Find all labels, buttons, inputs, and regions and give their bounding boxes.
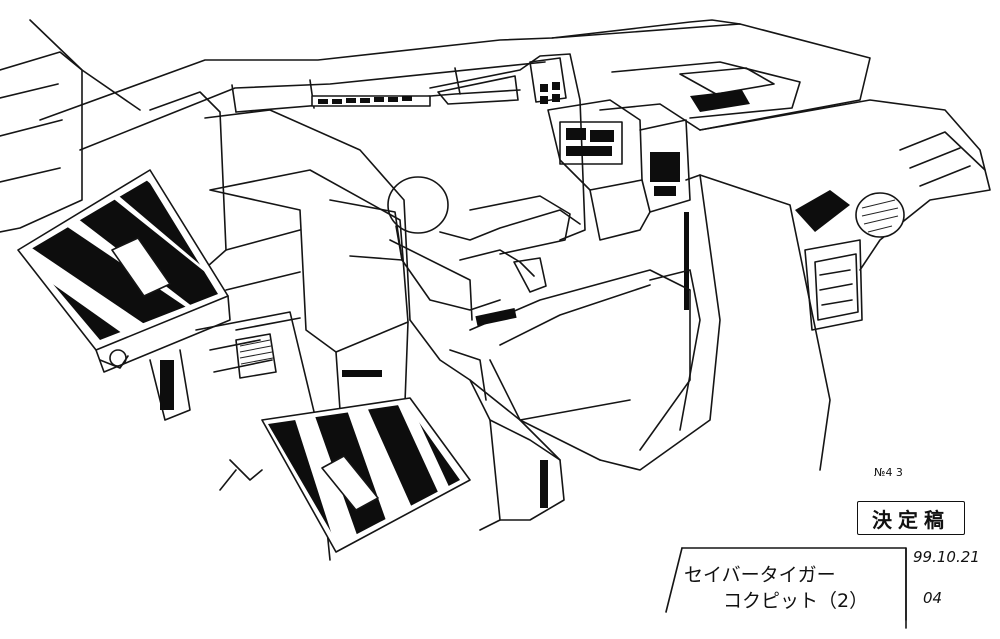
title-line1: セイバータイガー xyxy=(684,564,836,586)
title-line2: コクピット（2） xyxy=(723,590,869,612)
rim-vent-slots xyxy=(318,96,412,104)
approval-stamp: 決定稿 xyxy=(857,501,965,535)
date-label: 99.10.21 xyxy=(913,548,980,566)
ref-number: №4 3 xyxy=(874,466,903,479)
right-strut xyxy=(599,174,831,471)
sheet-number: 04 xyxy=(923,589,943,607)
pilot-figure xyxy=(387,176,581,311)
right-wall xyxy=(699,99,991,331)
left-hazard-platform xyxy=(17,169,231,421)
canopy-rim xyxy=(39,19,741,151)
upper-right-console xyxy=(551,23,871,131)
front-right-pillar xyxy=(409,319,565,531)
title-block-frame xyxy=(665,547,907,629)
left-wall xyxy=(0,19,141,233)
front-console xyxy=(469,269,691,461)
front-hazard-block xyxy=(195,311,471,561)
instrument-panel xyxy=(429,53,691,241)
